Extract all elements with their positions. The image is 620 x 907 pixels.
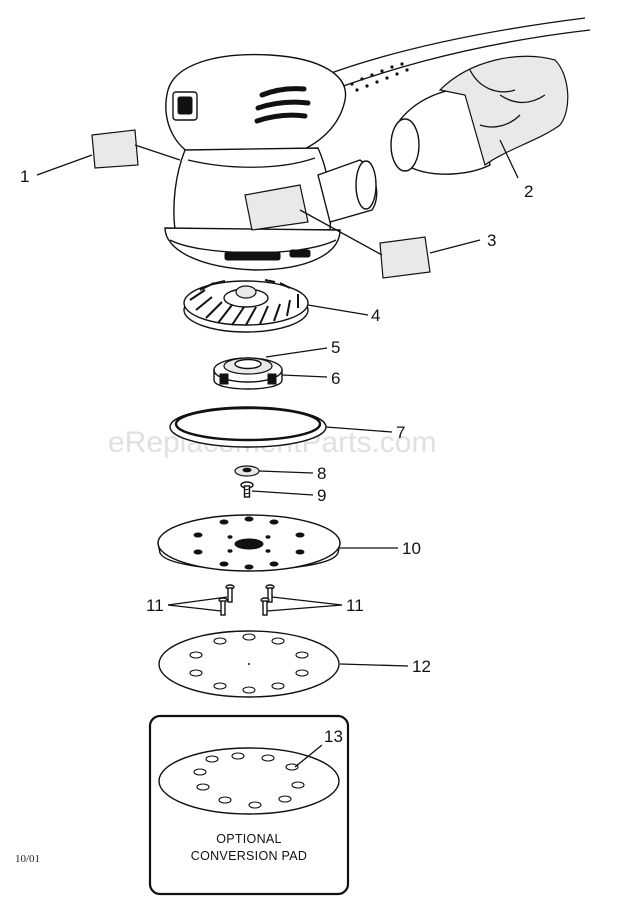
callout-10: 10	[402, 539, 421, 558]
callout-7: 7	[396, 423, 405, 442]
optional-pad-title-line1: OPTIONAL	[216, 832, 282, 846]
callout-13: 13	[324, 727, 343, 746]
callout-2: 2	[524, 182, 533, 201]
washer	[234, 465, 260, 477]
callout-5: 5	[331, 338, 340, 357]
callout-1: 1	[20, 167, 29, 186]
optional-pad-box: OPTIONAL CONVERSION PAD	[148, 714, 350, 896]
label-part-1	[91, 129, 139, 169]
callout-11-right: 11	[346, 596, 364, 615]
optional-pad-title-line2: CONVERSION PAD	[191, 849, 308, 863]
leader-lines	[36, 139, 519, 768]
screw	[240, 481, 254, 498]
callout-6: 6	[331, 369, 340, 388]
date-code: 10/01	[15, 853, 40, 865]
callout-8: 8	[317, 464, 326, 483]
callout-labels: 1 2 3 4 5 6 7 8 9 10 11 11 12 13	[20, 167, 533, 746]
callout-3: 3	[487, 231, 496, 250]
callout-4: 4	[371, 306, 380, 325]
sanding-disc	[158, 630, 340, 698]
sander-housing	[164, 17, 591, 271]
callout-12: 12	[412, 657, 431, 676]
callout-11-left: 11	[146, 596, 164, 615]
shroud-ring	[169, 406, 327, 448]
callout-9: 9	[317, 486, 326, 505]
pad-screws	[218, 584, 275, 616]
bearing-collar	[213, 357, 283, 390]
label-part-3	[379, 236, 431, 279]
sanding-pad	[157, 514, 341, 572]
fan	[183, 279, 309, 333]
dust-bag	[390, 55, 569, 175]
